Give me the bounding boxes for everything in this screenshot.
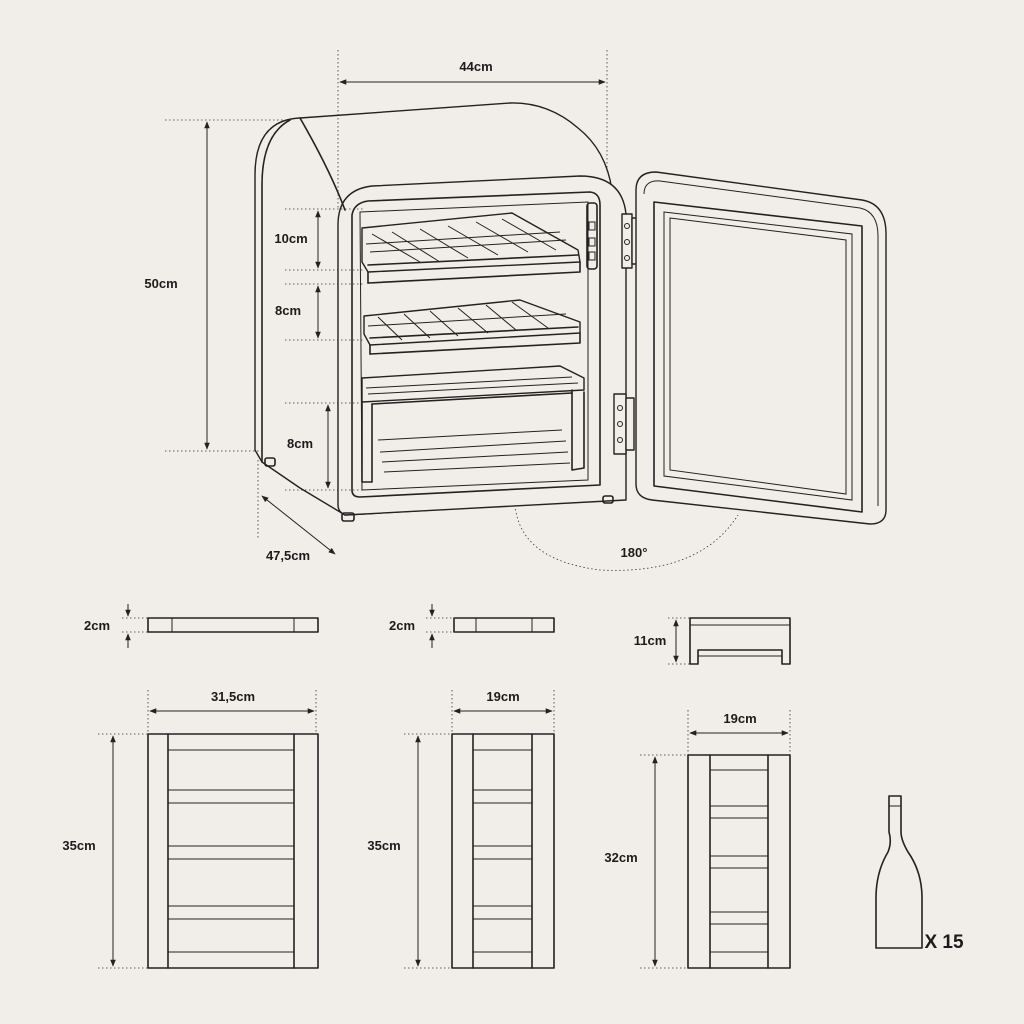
fridge-depth-label: 47,5cm <box>266 548 310 563</box>
shelf-gap-mid-label: 8cm <box>275 303 301 318</box>
fridge-width-label: 44cm <box>459 59 492 74</box>
hinge-bottom <box>613 393 635 455</box>
wine-bottle-icon <box>875 795 923 949</box>
shelf-small-depth-label: 35cm <box>367 838 400 853</box>
fridge-bottom-crate <box>361 365 585 483</box>
shelf-large-thickness-label: 2cm <box>84 618 110 633</box>
shelf-large-depth-label: 35cm <box>62 838 95 853</box>
fridge-dimensions <box>165 50 608 555</box>
door-swing-arc <box>514 504 739 571</box>
shelf-small <box>404 604 555 969</box>
shelf-small-width-label: 19cm <box>486 689 519 704</box>
bottom-crate <box>640 617 791 969</box>
fridge-shelf-middle <box>363 299 581 355</box>
shelf-large-width-label: 31,5cm <box>211 689 255 704</box>
fridge-door <box>635 171 887 525</box>
door-angle-label: 180° <box>621 545 648 560</box>
shelf-small-thickness-label: 2cm <box>389 618 415 633</box>
shelf-large <box>98 604 319 969</box>
crate-width-label: 19cm <box>723 711 756 726</box>
fridge-shelf-top <box>361 212 581 284</box>
shelf-gap-top-label: 10cm <box>274 231 307 246</box>
crate-height-label: 11cm <box>634 633 667 648</box>
capacity-label: X 15 <box>924 932 964 953</box>
fridge-illustration <box>254 102 887 571</box>
shelf-gap-bottom-label: 8cm <box>287 436 313 451</box>
crate-depth-label: 32cm <box>604 850 637 865</box>
fridge-height-label: 50cm <box>144 276 177 291</box>
